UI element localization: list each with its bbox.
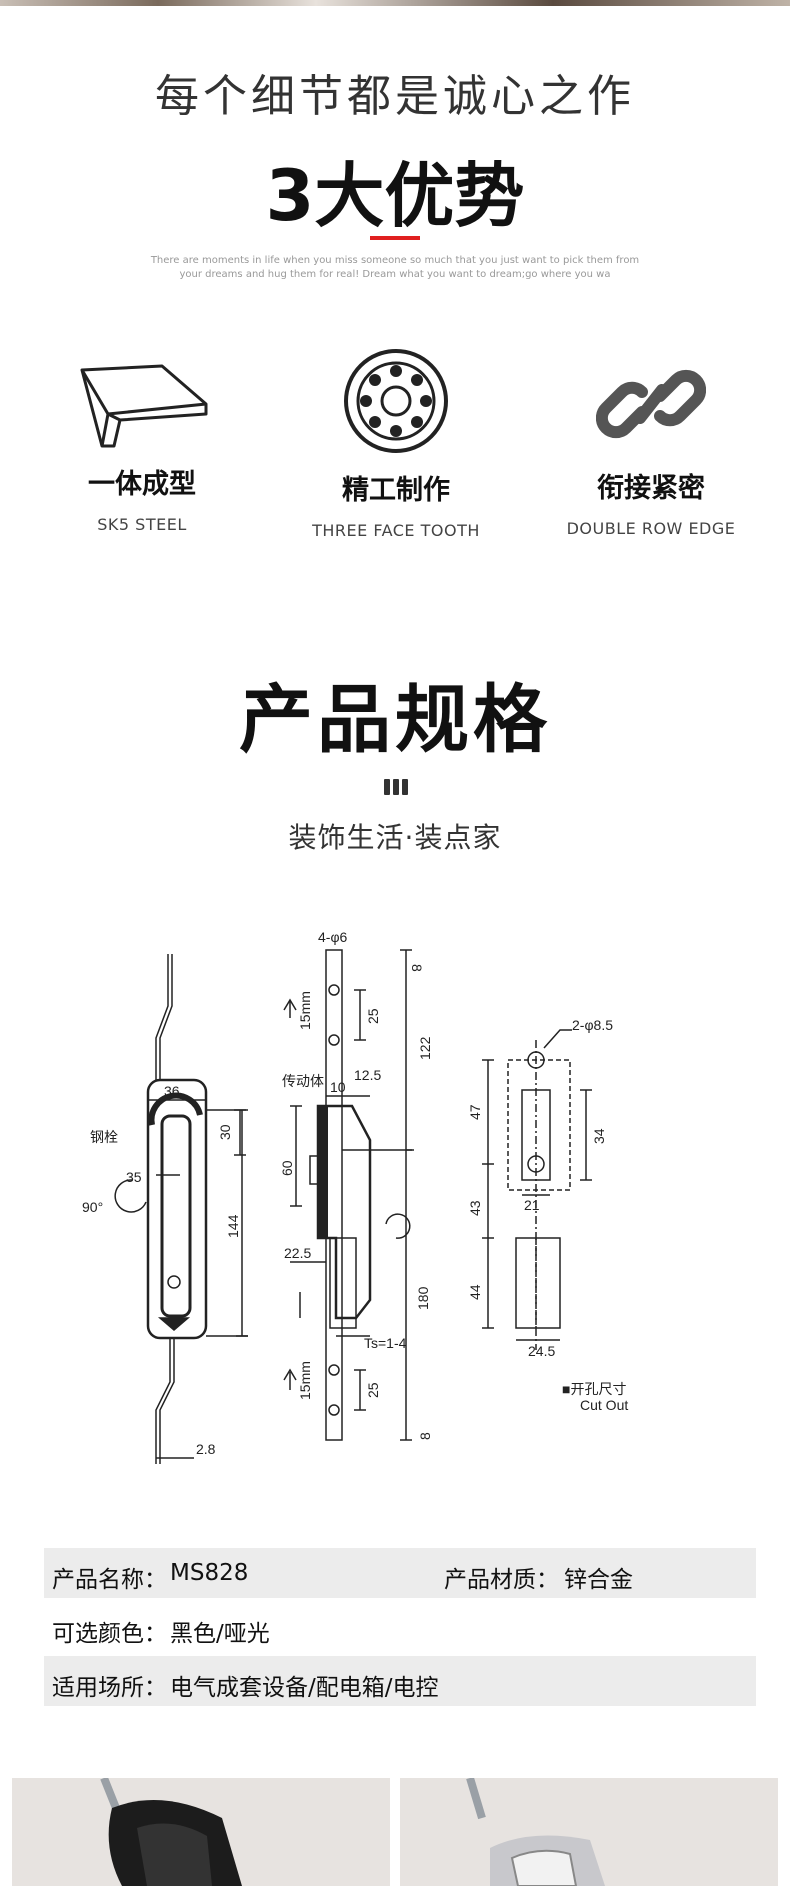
dim-label: 12.5 [354,1067,381,1083]
dim-label: 30 [217,1124,233,1140]
dim-label: 21 [524,1197,540,1213]
section-title: 3大优势 [265,155,525,237]
dim-label: 60 [279,1160,295,1176]
dim-label: 8 [409,964,425,972]
tagline: There are moments in life when you miss … [150,255,640,280]
gear-tooth-icon [344,349,448,453]
feature-name: 一体成型 [88,469,196,500]
cutout-label-cn: ■开孔尺寸 [562,1381,626,1397]
spec-row: 适用场所： 电气成套设备/配电箱/电控 [44,1656,756,1706]
dim-label: 10 [330,1079,346,1095]
l-profile-icon [80,364,208,448]
black-handle-image [100,1776,243,1886]
spec-table: 产品名称： MS828 产品材质： 锌合金 可选颜色： 黑色/哑光 适用场所： … [44,1548,756,1710]
red-divider [370,236,420,240]
spec-subtitle: 装饰生活·装点家 [288,821,502,854]
feature-english: DOUBLE ROW EDGE [566,519,736,538]
feature-name: 精工制作 [342,475,450,506]
dim-label: 15mm [297,991,313,1030]
dim-label: 2-φ8.5 [572,1017,613,1033]
spec-title: 产品规格 [239,677,551,763]
feature-tight: 衔接紧密 DOUBLE ROW EDGE [521,360,781,538]
dim-label: 15mm [297,1361,313,1400]
spec-row: 产品名称： MS828 产品材质： 锌合金 [44,1548,756,1598]
feature-english: THREE FACE TOOTH [312,521,480,540]
material-value: 锌合金 [564,1567,633,1593]
dim-label: 122 [417,1036,433,1060]
color-label: 可选颜色： [52,1621,167,1647]
dim-label: 180 [415,1286,431,1310]
top-image-strip [0,0,790,6]
dim-label: 144 [225,1214,241,1238]
cutout-label-en: Cut Out [580,1397,628,1413]
product-photo-silver [400,1776,778,1887]
dim-label: 2.8 [196,1441,216,1457]
dim-label: 44 [467,1284,483,1300]
feature-name: 衔接紧密 [597,473,705,504]
dim-label: 47 [467,1104,483,1120]
dim-label: 25 [365,1382,381,1398]
use-label: 适用场所： [52,1675,167,1701]
product-photos [0,1776,790,1887]
dim-label: 22.5 [284,1245,311,1261]
decorative-dots [384,779,411,799]
dim-label: 35 [126,1169,142,1185]
dim-label: 4-φ6 [318,929,348,945]
color-value: 黑色/哑光 [170,1621,270,1647]
dim-label: Ts=1-4 [364,1335,407,1351]
dim-label: 36 [164,1083,180,1099]
feature-english: SK5 STEEL [97,515,187,534]
feature-one-piece: 一体成型 SK5 STEEL [12,360,272,534]
dim-label: 8 [417,1432,433,1440]
product-photo-black [12,1776,390,1886]
product-name-label: 产品名称： [52,1567,167,1593]
section-subtitle: 每个细节都是诚心之作 [155,71,635,122]
technical-drawing: 4-φ6 8 15mm 25 122 传动体 10 12.5 36 30 钢栓 … [82,929,628,1464]
dim-label: 90° [82,1199,103,1215]
product-name-value: MS828 [170,1560,249,1586]
chain-link-icon [596,369,706,439]
material-label: 产品材质： [444,1567,559,1593]
dim-label: 24.5 [528,1343,555,1359]
dim-label: 34 [591,1128,607,1144]
dim-label: 钢栓 [90,1129,118,1145]
feature-precision: 精工制作 THREE FACE TOOTH [266,349,526,540]
dim-label: 25 [365,1008,381,1024]
dim-label: 43 [467,1200,483,1216]
use-value: 电气成套设备/配电箱/电控 [170,1675,439,1701]
dim-label: 传动体 [282,1073,324,1089]
silver-handle-image [466,1776,605,1887]
spec-row: 可选颜色： 黑色/哑光 [44,1602,756,1652]
